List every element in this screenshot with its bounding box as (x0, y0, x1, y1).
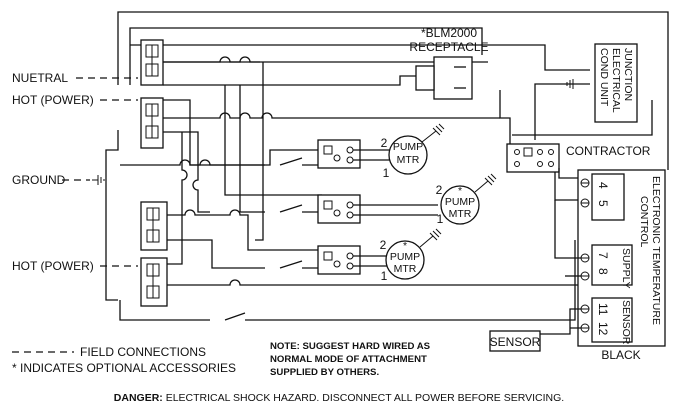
pump-1-sub: MTR (397, 154, 420, 166)
legend-field-connections: FIELD CONNECTIONS (80, 345, 206, 359)
note: NOTE: SUGGEST HARD WIRED AS NORMAL MODE … (270, 341, 431, 378)
legend-optional: * INDICATES OPTIONAL ACCESSORIES (12, 361, 236, 375)
field-labels: NUETRAL HOT (POWER) GROUND HOT (POWER) (12, 71, 138, 273)
sensor: SENSOR (489, 330, 541, 352)
receptacle-label: RECEPTACLE (409, 40, 488, 54)
ground-symbol-icon (92, 175, 105, 185)
svg-text:DANGER: ELECTRICAL SHOCK HAZAR: DANGER: ELECTRICAL SHOCK HAZARD. DISCONN… (114, 392, 564, 404)
ground-symbol-icon (421, 123, 445, 143)
pump-3-sub: MTR (394, 263, 417, 275)
etc-title-line-1: ELECTRONIC TEMPERATURE (650, 176, 662, 325)
black-label: BLACK (601, 348, 640, 362)
relay-2 (317, 194, 361, 224)
hot-power-bottom-label: HOT (POWER) (12, 259, 94, 273)
ground-symbol-icon (566, 79, 583, 89)
pump-1-label: PUMP (393, 141, 423, 153)
relay-1 (317, 139, 361, 169)
terminal-block-top (140, 39, 164, 149)
cond-unit-line-1: COND UNIT (598, 48, 610, 107)
relay-pump-wires (353, 149, 438, 267)
sensor-box-label: SENSOR (490, 335, 541, 349)
pump-3-terminal-bottom: 1 (381, 269, 388, 283)
legend: FIELD CONNECTIONS * INDICATES OPTIONAL A… (12, 345, 236, 375)
note-line-1: NOTE: SUGGEST HARD WIRED AS (270, 341, 431, 352)
contractor: CONTRACTOR (506, 143, 651, 179)
terminal-block-bottom (140, 201, 168, 307)
pump-motor-2: * PUMP MTR 2 1 (436, 173, 497, 226)
pump-2-terminal-top: 2 (436, 183, 443, 197)
terminal-7-label: 7 (596, 252, 610, 259)
cond-unit-junction: COND UNIT ELECTRICAL JUNCTION (534, 43, 638, 140)
danger-text: ELECTRICAL SHOCK HAZARD. DISCONNECT ALL … (166, 392, 565, 404)
danger-label: DANGER: (114, 392, 163, 404)
cond-unit-line-3: JUNCTION (622, 48, 634, 101)
terminal-11-label: 11 (596, 303, 610, 316)
danger-warning: DANGER: ELECTRICAL SHOCK HAZARD. DISCONN… (114, 392, 564, 404)
pump-2-terminal-bottom: 1 (437, 212, 444, 226)
sensor-terminal-label: SENSOR (620, 300, 632, 345)
internal-wires (119, 56, 595, 321)
pump-motor-1: PUMP MTR 2 1 (381, 123, 445, 180)
pump-motor-3: * PUMP MTR 2 1 (380, 228, 442, 283)
pump-1-terminal-top: 2 (381, 136, 388, 150)
hot-power-top-label: HOT (POWER) (12, 93, 94, 107)
supply-label: SUPPLY (620, 248, 632, 289)
terminal-12-label: 12 (596, 322, 610, 336)
terminal-5-label: 5 (596, 200, 610, 207)
pump-1-terminal-bottom: 1 (383, 166, 390, 180)
terminal-4-label: 4 (596, 182, 610, 189)
neutral-label: NUETRAL (12, 71, 68, 85)
receptacle: *BLM2000 RECEPTACLE (163, 26, 489, 100)
note-line-2: NORMAL MODE OF ATTACHMENT (270, 354, 427, 365)
pump-3-terminal-top: 2 (380, 238, 387, 252)
etc-title-line-2: CONTROL (638, 196, 650, 247)
relay-3 (317, 245, 361, 275)
ground-symbol-icon (474, 173, 497, 193)
ground-symbol-icon (419, 228, 442, 248)
pump-2-optional: * (458, 185, 462, 197)
pump-3-optional: * (403, 240, 407, 252)
contractor-label: CONTRACTOR (566, 144, 651, 158)
pump-2-sub: MTR (449, 208, 472, 220)
receptacle-model: *BLM2000 (421, 26, 477, 40)
pump-3-label: PUMP (390, 251, 420, 263)
pump-2-label: PUMP (445, 196, 475, 208)
ground-label: GROUND (12, 173, 66, 187)
electronic-temperature-control: ELECTRONIC TEMPERATURE CONTROL 4 5 7 8 S… (540, 169, 666, 362)
note-line-3: SUPPLIED BY OTHERS. (270, 367, 379, 378)
terminal-8-label: 8 (596, 268, 610, 275)
cond-unit-line-2: ELECTRICAL (610, 48, 622, 113)
